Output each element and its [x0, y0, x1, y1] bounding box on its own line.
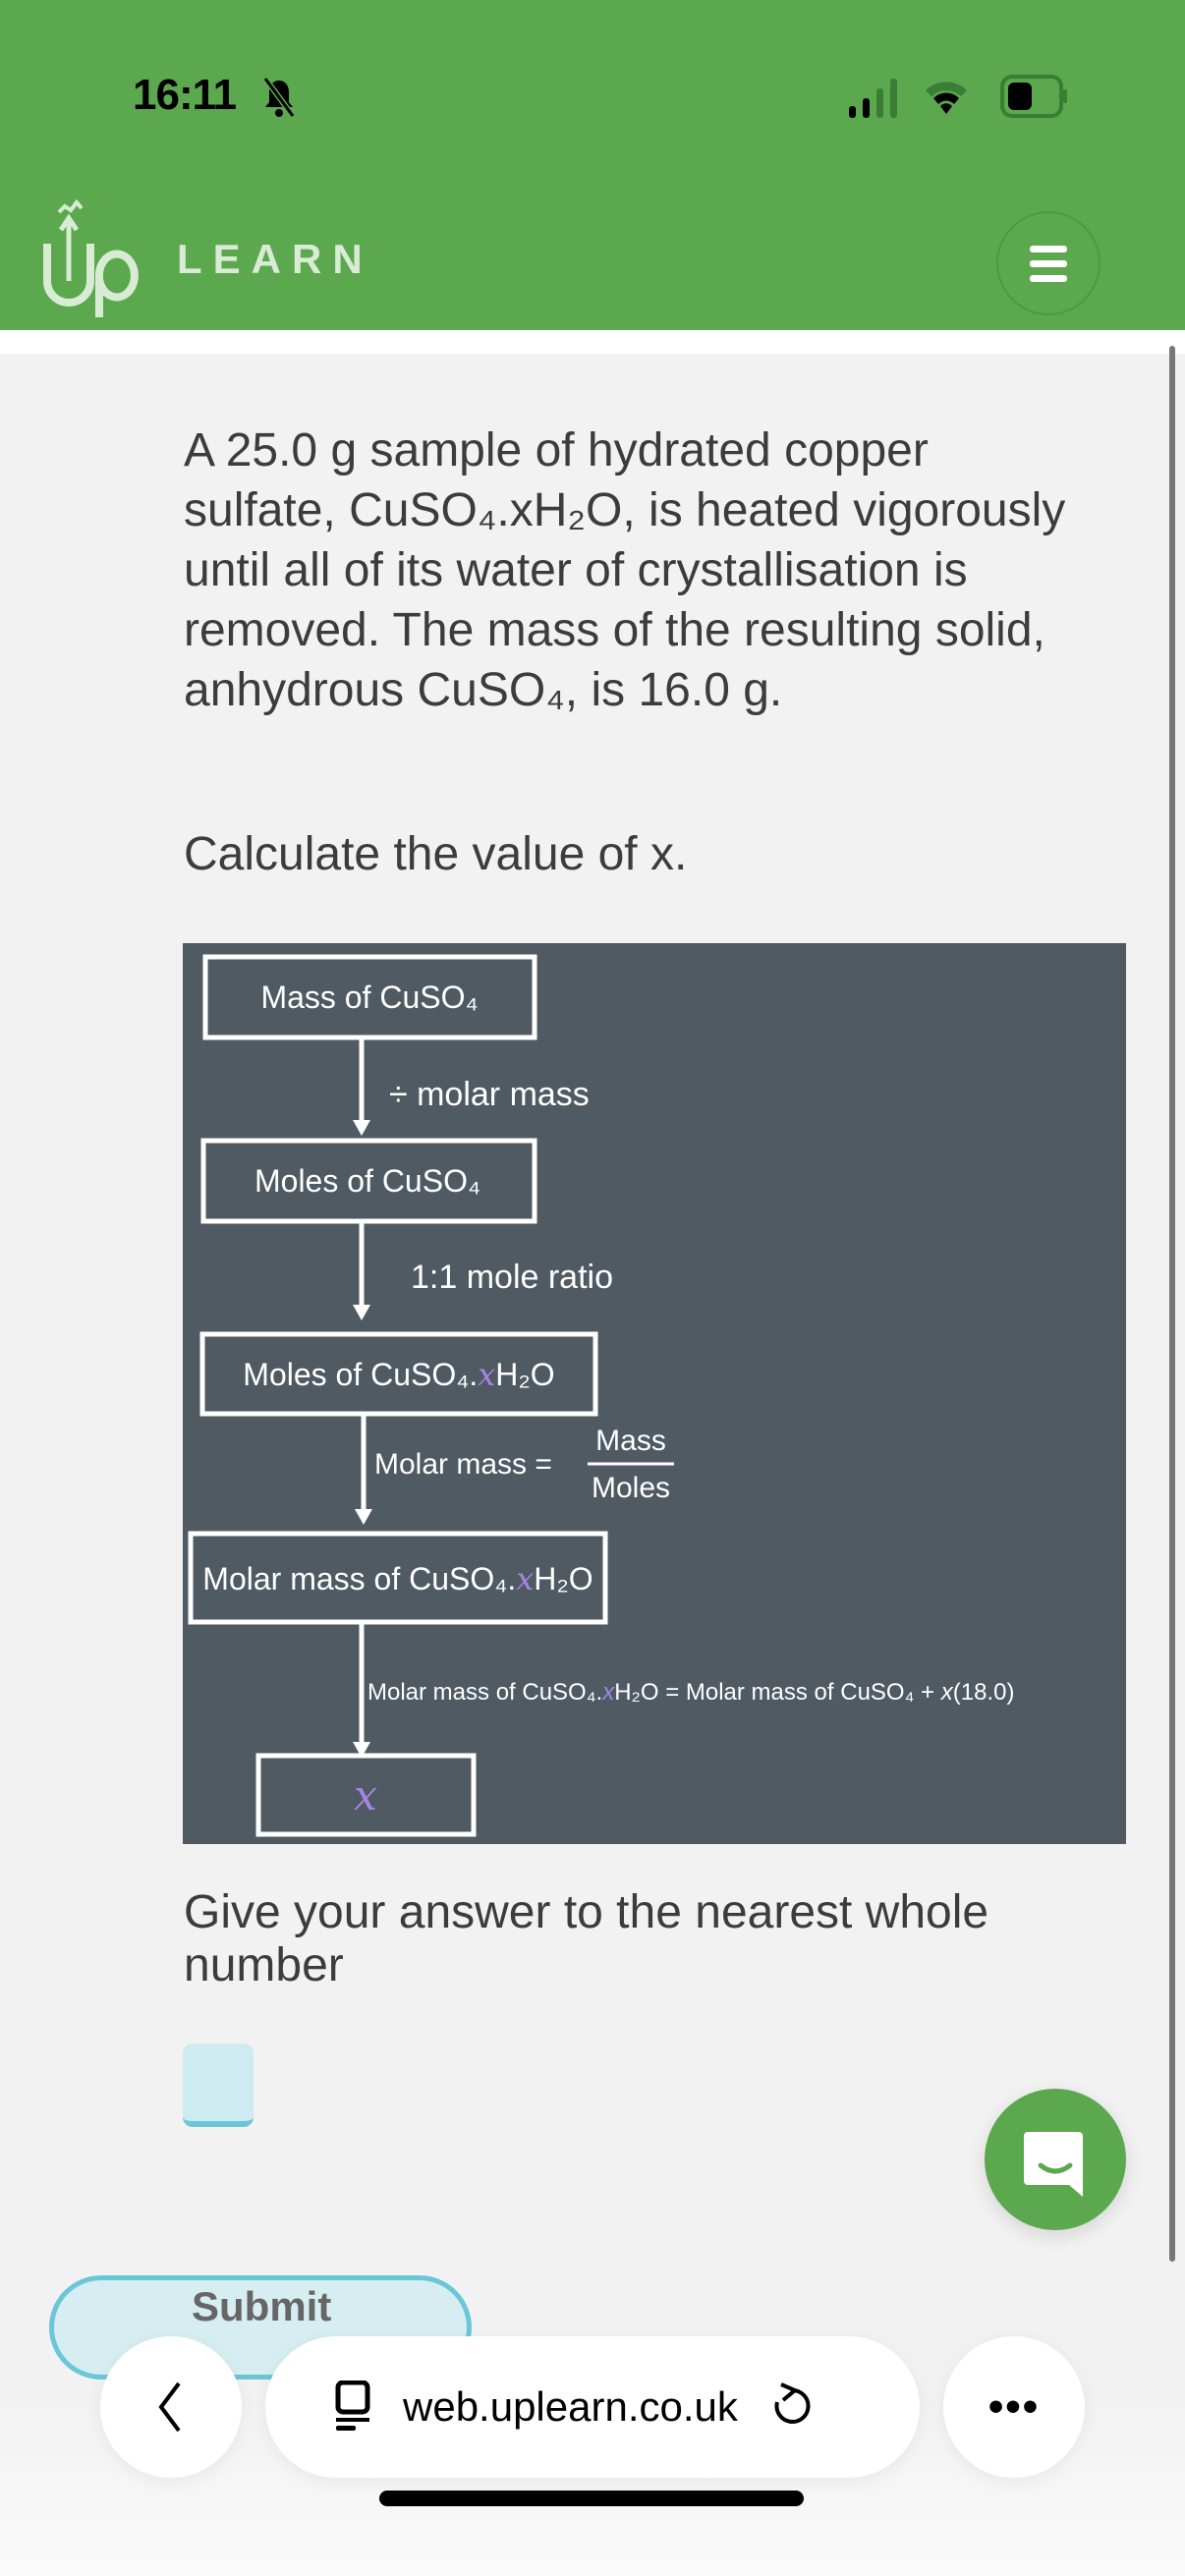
home-indicator — [379, 2491, 804, 2506]
bell-slash-icon — [262, 77, 296, 118]
address-bar[interactable]: web.uplearn.co.uk — [265, 2336, 920, 2478]
diagram-background — [183, 943, 1126, 1844]
box-x — [255, 1753, 477, 1837]
battery-icon — [1000, 75, 1067, 118]
box-x-label: x — [354, 1771, 377, 1820]
flow-diagram: Mass of CuSO₄ ÷ molar mass Moles of CuSO… — [183, 943, 1126, 1844]
chat-button[interactable] — [985, 2089, 1126, 2230]
box-moles-hydrate — [199, 1331, 598, 1417]
box-molar-mass — [188, 1531, 608, 1625]
box-mass-label: Mass of CuSO₄ — [260, 980, 478, 1015]
fraction-denominator: Moles — [592, 1472, 670, 1504]
reload-icon[interactable] — [767, 2380, 811, 2434]
question-line: anhydrous CuSO₄, is 16.0 g. — [184, 664, 783, 716]
box-moles-label: Moles of CuSO₄ — [254, 1163, 480, 1199]
chat-bubble-icon — [1024, 2132, 1083, 2197]
fraction-numerator: Mass — [595, 1425, 666, 1457]
tabs-icon — [335, 2380, 370, 2431]
url-text: web.uplearn.co.uk — [403, 2383, 738, 2430]
step-molar-mass-formula: Molar mass = — [374, 1448, 552, 1481]
more-button[interactable]: ••• — [943, 2336, 1085, 2478]
step-molar-mass-equation: Molar mass of CuSO₄.xH₂O = Molar mass of… — [367, 1679, 1014, 1706]
app-header: 16:11 LEARN — [0, 0, 1185, 330]
brand-name: LEARN — [177, 236, 373, 282]
signal-icon — [849, 79, 897, 118]
instruction-text: Give your answer to the nearest whole nu… — [184, 1886, 989, 1991]
question-line: removed. The mass of the resulting solid… — [184, 604, 1045, 656]
scrollbar[interactable] — [1169, 346, 1175, 2262]
step-divide-molar-mass: ÷ molar mass — [389, 1076, 590, 1113]
chevron-left-icon — [158, 2381, 181, 2433]
box-mass — [202, 954, 537, 1040]
box-molar-mass-label: Molar mass of CuSO₄.xH₂O — [202, 1560, 592, 1597]
status-time: 16:11 — [133, 71, 237, 119]
answer-input[interactable] — [183, 2044, 254, 2127]
menu-button[interactable] — [996, 211, 1100, 315]
question-line: until all of its water of crystallisatio… — [184, 544, 968, 596]
question-text: A 25.0 g sample of hydrated copper sulfa… — [184, 420, 1065, 720]
hamburger-line — [1030, 274, 1067, 282]
header-divider — [0, 330, 1185, 354]
question-line: A 25.0 g sample of hydrated copper — [184, 424, 929, 476]
box-moles — [200, 1138, 537, 1224]
box-moles-hydrate-label: Moles of CuSO₄.xH₂O — [243, 1356, 554, 1393]
hamburger-line — [1030, 259, 1067, 267]
hamburger-icon — [1030, 245, 1067, 252]
question-line: sulfate, CuSO₄.xH₂O, is heated vigorousl… — [184, 484, 1066, 536]
up-learn-logo — [43, 198, 139, 317]
question-prompt: Calculate the value of x. — [184, 828, 688, 880]
step-mole-ratio: 1:1 mole ratio — [411, 1259, 613, 1296]
back-button[interactable] — [100, 2336, 242, 2478]
wifi-icon — [926, 82, 967, 114]
